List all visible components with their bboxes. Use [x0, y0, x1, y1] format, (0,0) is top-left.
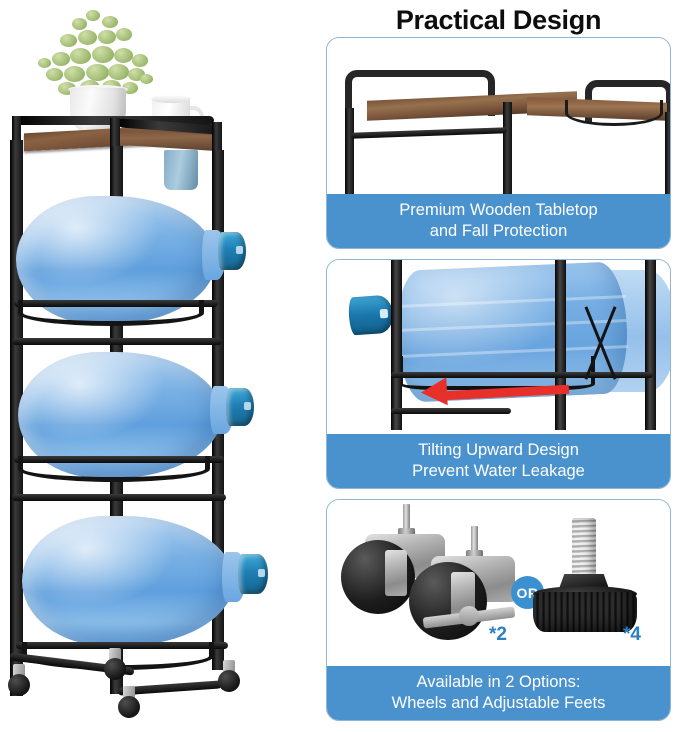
panel-2-caption-line1: Tilting Upward Design: [418, 441, 579, 459]
caster-stem: [471, 526, 478, 552]
panel-3-caption-line2: Wheels and Adjustable Feets: [391, 694, 606, 712]
bottle-cradle-curve: [18, 456, 210, 482]
plant-leaf: [38, 58, 51, 68]
foot-threaded-stem: [572, 518, 596, 580]
frame-cross-bar-lower: [391, 408, 511, 414]
frame-corner-left: [12, 116, 21, 150]
plant-leaf: [78, 30, 97, 45]
feature-panel-tabletop[interactable]: Premium Wooden Tabletop and Fall Protect…: [326, 37, 671, 249]
shelf-rail: [12, 338, 222, 345]
caster-tire: [218, 670, 240, 692]
plant-leaf: [98, 30, 116, 44]
foot-ribbed-base: [533, 592, 637, 632]
bottle-ring: [395, 295, 626, 309]
tilting-design-illustration: [327, 260, 670, 434]
shelf-rail: [12, 494, 226, 501]
plant-leaf: [86, 10, 100, 21]
plant-leaf: [140, 74, 153, 84]
panel-3-caption-line1: Available in 2 Options:: [416, 673, 581, 691]
caster-tire: [409, 562, 487, 640]
feature-panel-options[interactable]: OR *2 *4 Available in 2 Options: Wheels …: [326, 499, 671, 721]
caster-tire: [8, 674, 30, 696]
panel-1-caption: Premium Wooden Tabletop and Fall Protect…: [327, 194, 670, 248]
bottle-cradle-curve: [18, 300, 204, 326]
page-title: Practical Design: [395, 5, 602, 35]
plant-leaf: [102, 16, 118, 28]
caster-brake-pivot: [459, 606, 479, 626]
fall-protection-wire: [565, 100, 663, 126]
guard-rail-left: [345, 70, 495, 116]
frame-corner-right: [212, 122, 222, 156]
feature-panels-column: Practical Design Premium Wooden Tabletop…: [318, 0, 679, 732]
caster-yoke: [385, 550, 407, 596]
panel-1-caption-line1: Premium Wooden Tabletop: [399, 201, 598, 219]
panel-1-caption-line2: and Fall Protection: [429, 222, 568, 240]
caster-stem: [403, 504, 410, 530]
water-bottle-cap: [226, 388, 254, 426]
table-leg-right: [665, 112, 670, 194]
frame-post: [555, 260, 566, 430]
mug-rim: [151, 95, 191, 103]
panel-2-caption-line2: Prevent Water Leakage: [412, 462, 585, 480]
caster-tire: [118, 696, 140, 718]
panel-2-caption: Tilting Upward Design Prevent Water Leak…: [327, 434, 670, 488]
plant-leaf: [64, 66, 85, 82]
water-bottle-cap: [347, 294, 395, 336]
plant-leaf: [46, 68, 63, 81]
plant-leaf: [86, 64, 109, 81]
caster-nut: [466, 550, 483, 559]
water-bottle: [22, 516, 234, 646]
plant-leaf: [70, 48, 91, 64]
plant-leaf: [60, 34, 77, 47]
plant-leaf: [114, 48, 133, 63]
feet-quantity-label: *4: [623, 624, 641, 645]
feature-panel-tilting[interactable]: Tilting Upward Design Prevent Water Leak…: [326, 259, 671, 489]
hero-product-image: [0, 0, 318, 732]
table-cross-rail: [351, 127, 507, 139]
panel-3-caption: Available in 2 Options: Wheels and Adjus…: [327, 666, 670, 720]
frame-corner-mid: [110, 118, 120, 154]
plant-leaf: [72, 18, 87, 30]
table-leg-left: [345, 108, 354, 194]
tilt-direction-arrow-head: [420, 377, 448, 407]
frame-post: [391, 260, 402, 430]
wheels-quantity-label: *2: [489, 624, 507, 645]
wheels-and-feet-illustration: OR *2 *4: [327, 500, 670, 666]
blue-cup: [164, 150, 198, 190]
frame-post: [645, 260, 656, 430]
wooden-tabletop-illustration: [327, 38, 670, 194]
plant-leaf: [116, 28, 132, 41]
plant-leaf: [132, 54, 148, 67]
caster-tire: [104, 658, 126, 680]
water-bottle-cap: [238, 554, 268, 594]
caster-nut: [398, 528, 415, 537]
water-bottle-cap: [218, 232, 246, 270]
plant-leaf: [52, 52, 70, 66]
plant-leaf: [108, 64, 129, 80]
frame-cross-bar: [391, 372, 653, 378]
plant-leaf: [92, 46, 114, 63]
table-leg-mid: [503, 102, 512, 194]
